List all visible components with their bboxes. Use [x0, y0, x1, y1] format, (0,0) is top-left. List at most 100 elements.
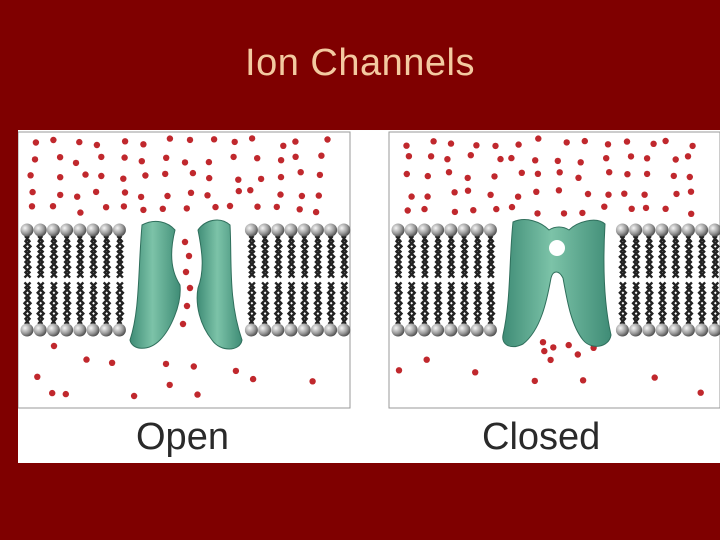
ion-particle [190, 363, 197, 370]
ion-particle [492, 142, 499, 150]
ion-particle [298, 192, 306, 200]
ion-particle [130, 392, 138, 400]
ion-particle [464, 187, 472, 194]
ion-particle [627, 153, 635, 160]
lipid-head [668, 323, 682, 337]
lipid-head [60, 223, 74, 237]
lipid-head [258, 223, 272, 237]
lipid-tail [618, 235, 628, 325]
ion-particle [684, 153, 692, 160]
lipid-head [324, 323, 338, 337]
ion-particle [92, 188, 100, 196]
ion-particle [72, 159, 80, 167]
lipid-tail [300, 235, 310, 325]
lipid-tail [407, 235, 417, 325]
ion-particle [50, 342, 58, 350]
lipid-tail [313, 235, 323, 325]
ion-particle [162, 170, 169, 178]
lipid-head [258, 323, 272, 337]
lipid-tail [486, 235, 496, 325]
lipid-head [297, 323, 311, 337]
ion-particle [491, 173, 498, 180]
lipid-head [337, 323, 351, 337]
ion-particle [497, 155, 504, 163]
ion-particle [82, 171, 89, 178]
ion-particle [315, 192, 322, 199]
ion-particle [32, 139, 40, 146]
lipid-head [404, 323, 418, 337]
lipid-tail [286, 235, 297, 325]
ion-particle [421, 205, 428, 213]
lipid-head [271, 223, 285, 237]
ion-particle [226, 202, 234, 210]
lipid-head [112, 223, 126, 237]
ion-particle [210, 136, 218, 143]
lipid-head [244, 223, 258, 237]
ion-particle [467, 152, 474, 159]
ion-particle [535, 135, 542, 142]
ion-particle [408, 193, 415, 200]
lipid-tail [433, 235, 443, 325]
lipid-head [73, 323, 87, 337]
ion-particle [230, 153, 237, 161]
ion-particle [574, 351, 581, 358]
ion-particle [508, 203, 516, 211]
lipid-tail [393, 235, 404, 325]
ion-particle [563, 139, 570, 146]
lipid-tail [710, 235, 720, 325]
ion-particle [686, 173, 693, 181]
lipid-head [284, 323, 298, 337]
ion-particle [581, 137, 588, 145]
ion-particle [473, 142, 480, 149]
ion-particle [231, 138, 238, 146]
ion-particle [487, 191, 494, 198]
closed-gate-cavity [549, 240, 565, 256]
ion-particle [186, 136, 194, 144]
lipid-head [20, 223, 34, 237]
closed-channel-panel [391, 135, 720, 396]
lipid-head [642, 323, 656, 337]
ion-particle [424, 193, 431, 200]
lipid-tail [459, 235, 470, 325]
ion-particle [628, 205, 635, 212]
ion-particle [532, 157, 539, 164]
lipid-head [655, 223, 669, 237]
lipid-head [431, 223, 445, 237]
ion-particle [601, 203, 608, 210]
ion-particle [662, 137, 669, 145]
lipid-tail [671, 235, 681, 325]
lipid-tail [102, 235, 112, 325]
ion-particle [464, 174, 471, 182]
ion-particle [603, 155, 610, 162]
ion-particle [427, 153, 435, 160]
ion-particle [140, 206, 147, 214]
ion-particle [138, 158, 145, 165]
lipid-head [444, 323, 458, 337]
ion-particle [121, 154, 128, 161]
ion-particle [179, 320, 187, 328]
ion-particle [403, 142, 410, 149]
ion-particle [577, 159, 584, 166]
ion-particle [650, 140, 657, 147]
ion-particle [163, 154, 170, 161]
lipid-head [431, 323, 445, 337]
lipid-head [483, 323, 497, 337]
ion-particle [547, 356, 554, 364]
ion-particle [533, 188, 540, 195]
lipid-head [310, 323, 324, 337]
ion-particle [318, 152, 325, 159]
slide-title: Ion Channels [245, 42, 475, 84]
channel-protein-right [196, 219, 243, 350]
ion-particle [292, 153, 299, 160]
ion-particle [277, 173, 285, 181]
ion-particle [142, 172, 149, 179]
lipid-head [708, 323, 720, 337]
ion-particle [554, 157, 561, 165]
lipid-head [470, 223, 484, 237]
lipid-head [33, 323, 47, 337]
lipid-head [417, 223, 431, 237]
lipid-head [681, 323, 695, 337]
ion-particle [277, 191, 284, 198]
ion-particle [121, 189, 129, 196]
ion-particle [643, 155, 651, 162]
